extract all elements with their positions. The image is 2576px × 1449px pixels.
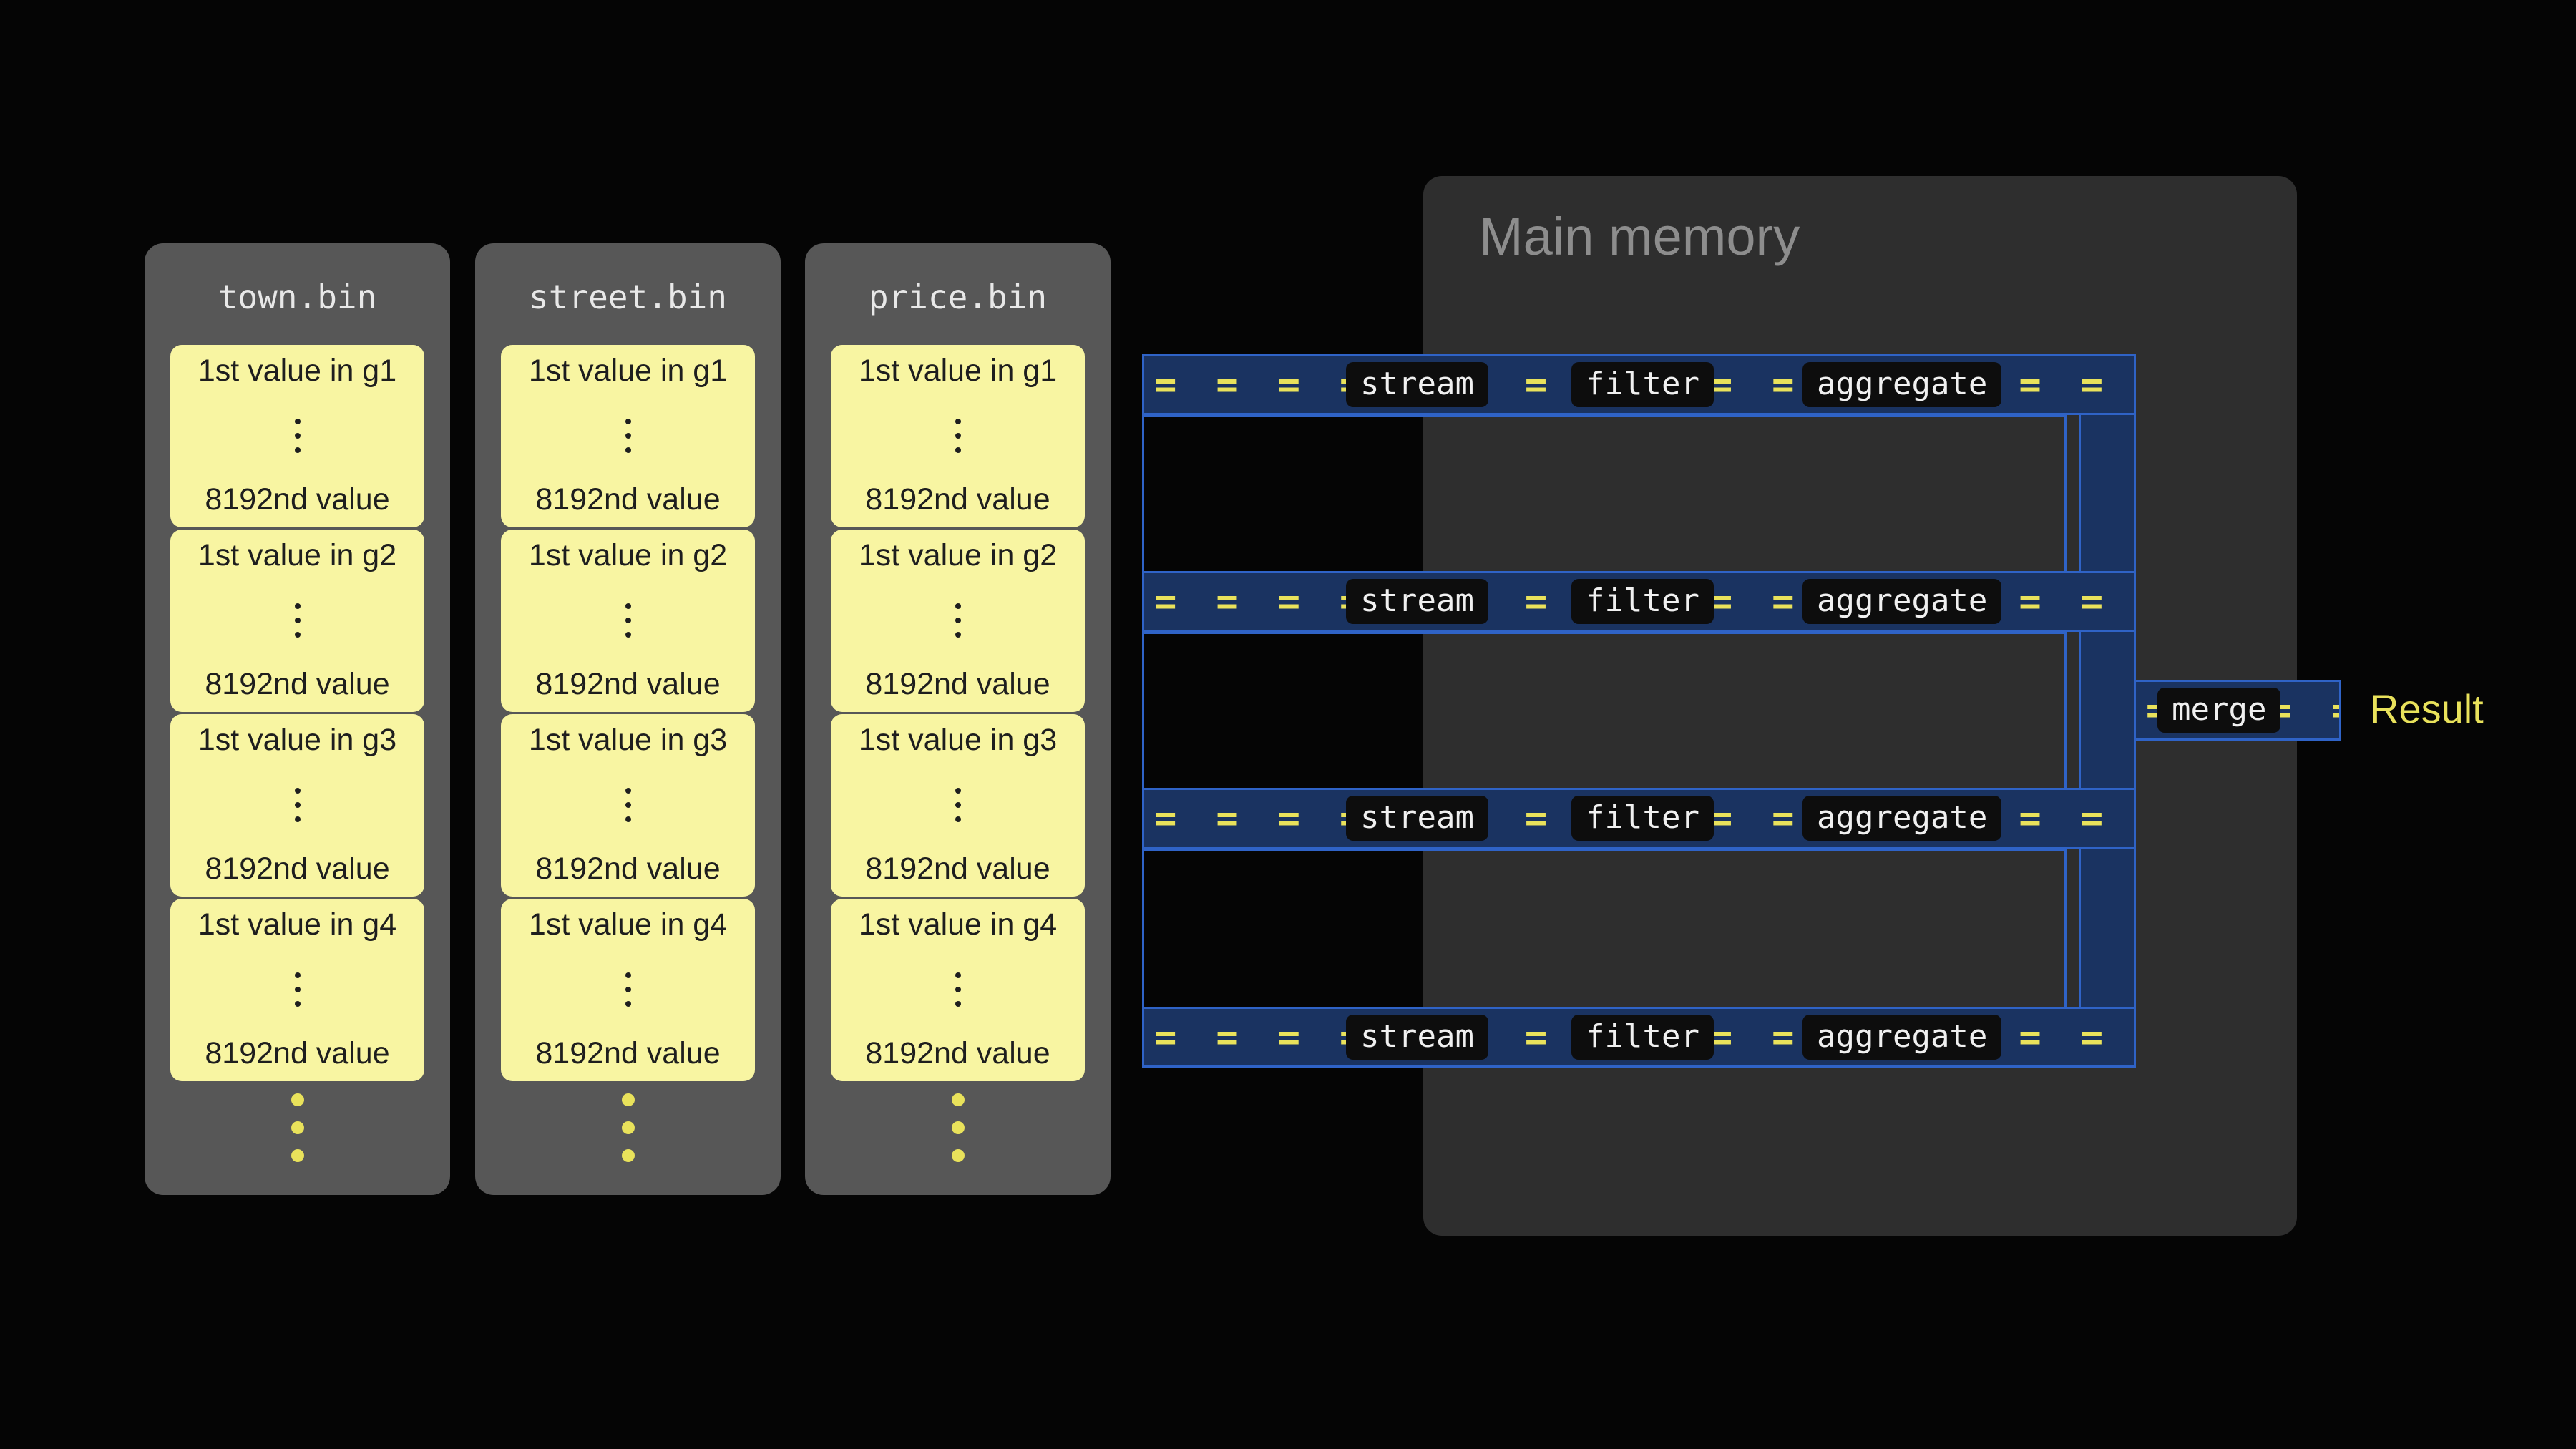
row-group-box: 1st value in g4 8192nd value: [831, 899, 1085, 1081]
vertical-ellipsis-icon: [625, 972, 631, 1007]
pipeline-loop-outline: [1142, 849, 2067, 1009]
more-groups-ellipsis-icon: [145, 1093, 450, 1162]
file-title: price.bin: [868, 278, 1048, 316]
group-last-value: 8192nd value: [865, 482, 1050, 517]
filter-op-chip: filter: [1571, 579, 1714, 624]
pipeline-loop-outline: [1142, 632, 2067, 790]
file-card-street: street.bin 1st value in g1 8192nd value …: [475, 243, 781, 1195]
row-group-box: 1st value in g3 8192nd value: [501, 714, 755, 897]
group-last-value: 8192nd value: [205, 851, 390, 886]
group-first-value: 1st value in g2: [858, 538, 1058, 572]
row-group-box: 1st value in g4 8192nd value: [170, 899, 424, 1081]
group-last-value: 8192nd value: [205, 666, 390, 701]
group-first-value: 1st value in g1: [197, 353, 397, 388]
pipeline-loop-outline: [1142, 415, 2067, 573]
row-group-box: 1st value in g1 8192nd value: [501, 345, 755, 527]
file-card-town: town.bin 1st value in g1 8192nd value 1s…: [145, 243, 450, 1195]
row-group-box: 1st value in g2 8192nd value: [170, 530, 424, 712]
aggregate-op-chip: aggregate: [1802, 796, 2002, 841]
group-last-value: 8192nd value: [535, 482, 721, 517]
row-group-box: 1st value in g1 8192nd value: [170, 345, 424, 527]
pipeline-lane: ================= stream filter aggregat…: [1142, 571, 2136, 632]
group-first-value: 1st value in g3: [528, 723, 728, 757]
vertical-ellipsis-icon: [625, 787, 631, 822]
group-first-value: 1st value in g4: [858, 907, 1058, 942]
stream-op-chip: stream: [1346, 579, 1488, 624]
merge-op-chip: merge: [2157, 688, 2281, 733]
filter-op-chip: filter: [1571, 796, 1714, 841]
stream-op-chip: stream: [1346, 1015, 1488, 1060]
stream-op-chip: stream: [1346, 362, 1488, 407]
row-group-box: 1st value in g4 8192nd value: [501, 899, 755, 1081]
group-first-value: 1st value in g3: [197, 723, 397, 757]
result-label: Result: [2370, 686, 2484, 731]
group-last-value: 8192nd value: [535, 666, 721, 701]
merge-trunk: [2079, 354, 2136, 1068]
group-last-value: 8192nd value: [865, 851, 1050, 886]
stream-op-chip: stream: [1346, 796, 1488, 841]
group-first-value: 1st value in g1: [858, 353, 1058, 388]
pipeline-lane: ================= stream filter aggregat…: [1142, 788, 2136, 849]
vertical-ellipsis-icon: [294, 602, 301, 638]
row-group-list: 1st value in g1 8192nd value 1st value i…: [501, 345, 755, 1083]
row-group-box: 1st value in g2 8192nd value: [831, 530, 1085, 712]
merge-band: ==== merge: [2134, 680, 2341, 741]
group-first-value: 1st value in g4: [197, 907, 397, 942]
vertical-ellipsis-icon: [955, 602, 961, 638]
group-first-value: 1st value in g2: [197, 538, 397, 572]
pipeline-lane: ================= stream filter aggregat…: [1142, 1007, 2136, 1068]
more-groups-ellipsis-icon: [805, 1093, 1111, 1162]
file-card-price: price.bin 1st value in g1 8192nd value 1…: [805, 243, 1111, 1195]
group-first-value: 1st value in g3: [858, 723, 1058, 757]
pipeline-lane: ================= stream filter aggregat…: [1142, 354, 2136, 415]
group-first-value: 1st value in g4: [528, 907, 728, 942]
group-last-value: 8192nd value: [205, 482, 390, 517]
group-first-value: 1st value in g2: [528, 538, 728, 572]
group-last-value: 8192nd value: [535, 1035, 721, 1070]
row-group-box: 1st value in g3 8192nd value: [170, 714, 424, 897]
vertical-ellipsis-icon: [955, 418, 961, 453]
group-first-value: 1st value in g1: [528, 353, 728, 388]
filter-op-chip: filter: [1571, 362, 1714, 407]
row-group-box: 1st value in g3 8192nd value: [831, 714, 1085, 897]
group-last-value: 8192nd value: [865, 666, 1050, 701]
aggregate-op-chip: aggregate: [1802, 579, 2002, 624]
vertical-ellipsis-icon: [625, 602, 631, 638]
group-last-value: 8192nd value: [205, 1035, 390, 1070]
vertical-ellipsis-icon: [294, 787, 301, 822]
row-group-box: 1st value in g1 8192nd value: [831, 345, 1085, 527]
file-title: town.bin: [218, 278, 377, 316]
aggregate-op-chip: aggregate: [1802, 1015, 2002, 1060]
row-group-box: 1st value in g2 8192nd value: [501, 530, 755, 712]
file-title: street.bin: [529, 278, 727, 316]
row-group-list: 1st value in g1 8192nd value 1st value i…: [170, 345, 424, 1083]
vertical-ellipsis-icon: [294, 972, 301, 1007]
more-groups-ellipsis-icon: [475, 1093, 781, 1162]
vertical-ellipsis-icon: [955, 972, 961, 1007]
aggregate-op-chip: aggregate: [1802, 362, 2002, 407]
group-last-value: 8192nd value: [865, 1035, 1050, 1070]
row-group-list: 1st value in g1 8192nd value 1st value i…: [831, 345, 1085, 1083]
vertical-ellipsis-icon: [955, 787, 961, 822]
vertical-ellipsis-icon: [294, 418, 301, 453]
filter-op-chip: filter: [1571, 1015, 1714, 1060]
main-memory-title: Main memory: [1479, 207, 1800, 266]
group-last-value: 8192nd value: [535, 851, 721, 886]
vertical-ellipsis-icon: [625, 418, 631, 453]
